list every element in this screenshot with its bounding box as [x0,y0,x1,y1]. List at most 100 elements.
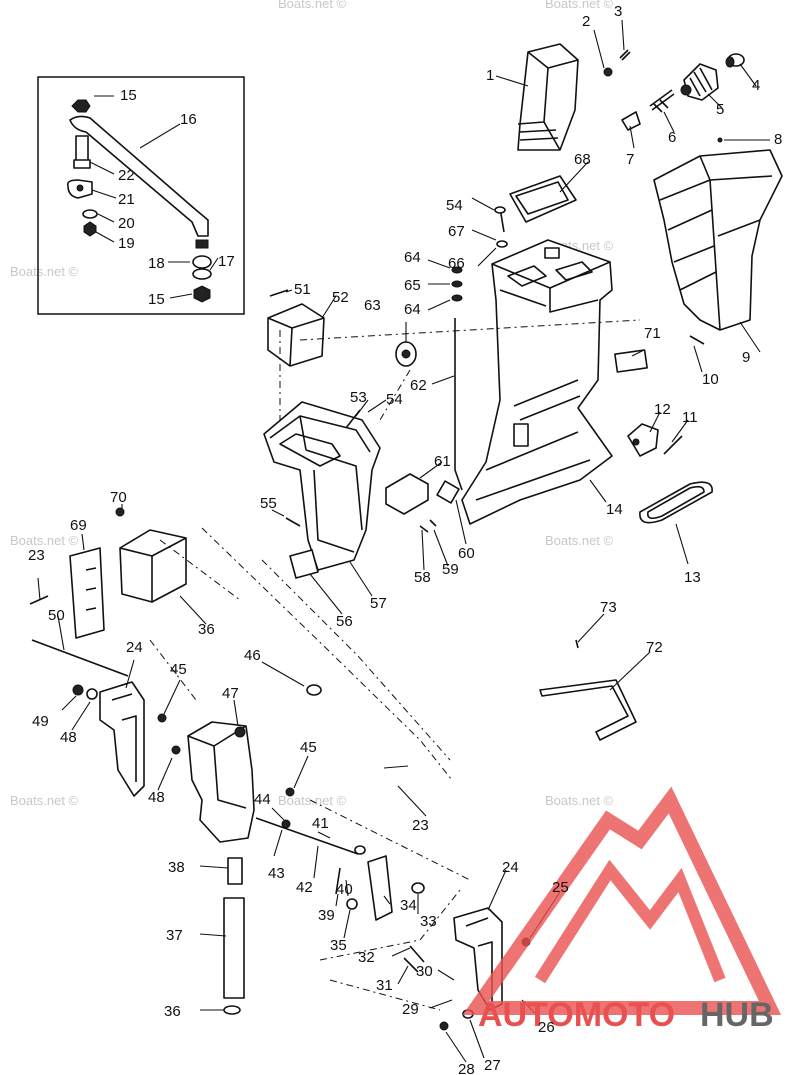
callout-label: 11 [682,409,698,426]
part-screw [285,517,301,527]
part-grommet [725,53,745,68]
part-bracket [621,111,641,131]
callout-label: 33 [420,913,437,930]
callout-label: 63 [364,297,381,314]
callout-label: 52 [332,289,349,306]
watermark: Boats.net © [278,793,347,808]
callout-label: 72 [646,639,663,656]
part-bolt [663,435,683,455]
part-washer [281,819,291,829]
callout-label: 41 [312,815,329,832]
callout-label: 22 [118,167,135,184]
part-shift-rod [454,318,463,491]
callout-label: 8 [774,131,782,148]
part-washer [171,745,181,755]
part-washer [603,67,613,77]
part-nut [451,294,463,302]
callout-label: 58 [414,569,431,586]
callout-label: 23 [28,547,45,564]
part-bracket [289,549,319,579]
part-screw [619,49,631,61]
part-washer [86,688,98,700]
callout-label: 38 [168,859,185,876]
part-screw [269,289,289,297]
part-washer [411,882,425,894]
callout-label: 4 [752,77,760,94]
part-nut [451,266,463,274]
part-through-bolt [31,639,129,677]
callout-label: 16 [180,111,197,128]
callout-label: 59 [442,561,459,578]
callout-label: 43 [268,865,285,882]
callout-label: 30 [416,963,433,980]
part-pin [575,639,579,649]
callout-label: 65 [404,277,421,294]
part-nut [115,507,125,517]
watermark: Boats.net © [10,793,79,808]
callout-label: 34 [400,897,417,914]
callout-label: 44 [254,791,271,808]
part-washer [451,280,463,288]
callout-label: 57 [370,595,387,612]
part-cover [385,473,429,515]
part-gasket [509,175,577,223]
callout-label: 25 [552,879,569,896]
part-bushing [227,857,243,885]
callout-label: 29 [402,1001,419,1018]
callout-label: 45 [300,739,317,756]
callout-label: 15 [148,291,165,308]
callout-label: 69 [70,517,87,534]
callout-label: 20 [118,215,135,232]
part-washer [285,787,295,797]
callout-label: 36 [198,621,215,638]
callout-label: 45 [170,661,187,678]
callout-label: 46 [244,647,261,664]
watermark: Boats.net © [278,0,347,11]
callout-label: 13 [684,569,701,586]
watermark: Boats.net © [10,533,79,548]
callout-label: 48 [60,729,77,746]
callout-label: 32 [358,949,375,966]
center-lines [149,319,641,1011]
part-washer [496,240,508,248]
callout-label: 47 [222,685,239,702]
callout-label: 66 [448,255,465,272]
part-lower-cowl [653,149,783,331]
callout-label: 1 [486,67,494,84]
callout-label: 10 [702,371,719,388]
callout-label: 71 [644,325,661,342]
callout-label: 5 [716,101,724,118]
part-washer [157,713,167,723]
part-pin [717,137,723,143]
part-nut [439,1021,449,1031]
callout-label: 49 [32,713,49,730]
callout-label: 27 [484,1057,501,1074]
callout-label: 60 [458,545,475,562]
callout-label: 51 [294,281,311,298]
part-bellows [680,63,719,101]
callout-numbers: 1234567891011121314151516171819202122232… [28,3,782,1075]
part-screws [419,519,437,533]
callout-label: 26 [538,1019,555,1036]
callout-label: 24 [126,639,143,656]
watermark: Boats.net © [545,533,614,548]
leader-lines [37,19,770,1063]
part-side-plate [69,547,105,639]
callout-label: 61 [434,453,451,470]
callout-label: 67 [448,223,465,240]
callout-label: 73 [600,599,617,616]
callout-label: 39 [318,907,335,924]
callout-label: 56 [336,613,353,630]
callout-label: 48 [148,789,165,806]
callout-label: 6 [668,129,676,146]
callout-label: 15 [120,87,137,104]
callout-label: 54 [386,391,403,408]
callout-label: 24 [502,859,519,876]
callout-label: 9 [742,349,750,366]
callout-label: 17 [218,253,235,270]
callout-label: 40 [336,881,353,898]
part-stud [403,945,425,973]
part-tilt-pin [255,817,359,855]
